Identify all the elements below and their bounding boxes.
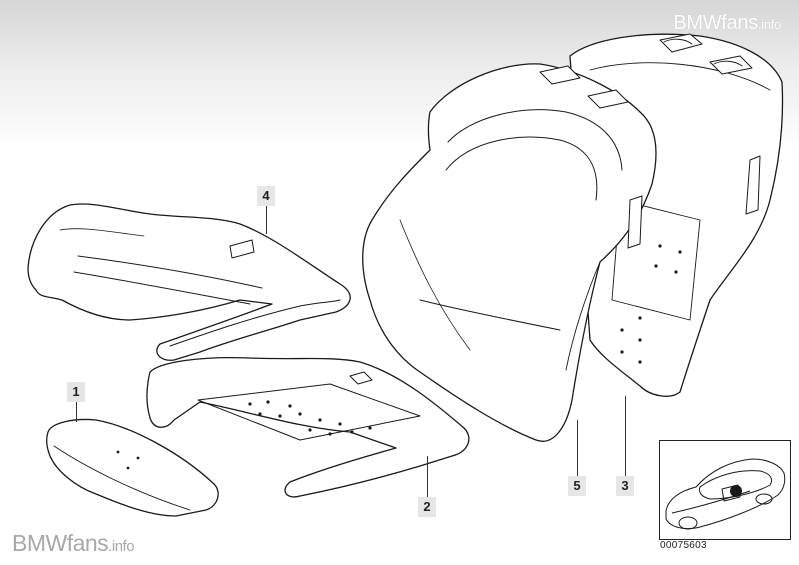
- watermark-top: BMWfans.info: [673, 12, 781, 35]
- seat-pad-holes: [248, 400, 372, 436]
- vehicle-location-inset: [659, 440, 791, 540]
- leader-line-3: [625, 396, 626, 476]
- watermark-bottom-suffix: .info: [108, 538, 135, 555]
- callout-4: 4: [257, 186, 275, 206]
- leader-line-4: [266, 206, 267, 234]
- watermark-bottom-brand: BMWfans: [12, 530, 109, 556]
- callout-3: 3: [616, 476, 634, 496]
- seat-location-marker: [730, 485, 742, 497]
- seat-pad-part-2: [146, 356, 470, 498]
- backrest-cover-part-5: [362, 63, 657, 442]
- car-outline-icon: [665, 458, 786, 530]
- seat-cover-part-4: [27, 203, 351, 361]
- cushion-pad-part-1: [46, 418, 219, 517]
- watermark-top-suffix: .info: [757, 17, 781, 32]
- leader-line-1: [76, 402, 77, 422]
- callout-1: 1: [67, 382, 85, 402]
- callout-2: 2: [418, 497, 436, 517]
- watermark-bottom: BMWfans.info: [12, 530, 135, 557]
- leader-line-5: [577, 420, 578, 476]
- watermark-top-brand: BMWfans: [673, 12, 758, 34]
- diagram-number: 00075603: [660, 540, 707, 551]
- callout-5: 5: [568, 476, 586, 496]
- leader-line-2: [427, 456, 428, 497]
